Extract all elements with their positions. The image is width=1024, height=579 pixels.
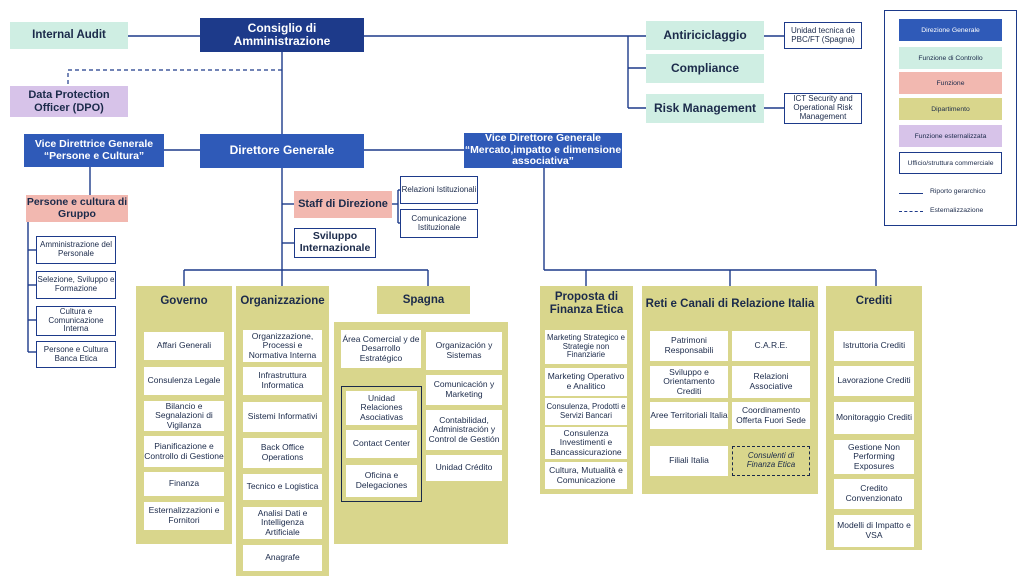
sviluppo-orientamento-box: Sviluppo e Orientamento Crediti bbox=[650, 366, 728, 398]
proposta-item: Marketing Strategico e Strategie non Fin… bbox=[545, 330, 627, 364]
organizzazione-item: Infrastruttura Informatica bbox=[243, 367, 322, 395]
aree-territoriali-box: Aree Territoriali Italia bbox=[650, 402, 728, 429]
crediti-item: Lavorazione Crediti bbox=[834, 366, 914, 396]
crediti-title: Crediti bbox=[826, 288, 922, 314]
crediti-item: Monitoraggio Crediti bbox=[834, 402, 914, 434]
relazioni-associative-box: Relazioni Associative bbox=[732, 366, 810, 398]
legend-ufficio-swatch: Ufficio/struttura commerciale bbox=[899, 152, 1002, 174]
compliance-box: Compliance bbox=[646, 54, 764, 83]
consulenti-finanza-etica-box: Consulenti di Finanza Etica bbox=[732, 446, 810, 476]
reti-title: Reti e Canali di Relazione Italia bbox=[642, 287, 818, 321]
sviluppo-internazionale-box: Sviluppo Internazionale bbox=[294, 228, 376, 258]
ict-security-box: ICT Security and Operational Risk Manage… bbox=[784, 93, 862, 124]
legend: Direzione Generale Funzione di Controllo… bbox=[884, 10, 1017, 226]
proposta-item: Consulenza Investimenti e Bancassicurazi… bbox=[545, 427, 627, 459]
direttore-generale-box: Direttore Generale bbox=[200, 134, 364, 168]
care-box: C.A.R.E. bbox=[732, 331, 810, 361]
dpo-box: Data Protection Officer (DPO) bbox=[10, 86, 128, 117]
spagna-item: Unidad Crédito bbox=[426, 455, 502, 481]
governo-item: Bilancio e Segnalazioni di Vigilanza bbox=[144, 401, 224, 431]
organizzazione-item: Anagrafe bbox=[243, 545, 322, 571]
legend-riporto-label: Riporto gerarchico bbox=[930, 188, 986, 195]
relazioni-istituzionali-box: Relazioni Istituzionali bbox=[400, 176, 478, 204]
proposta-item: Cultura, Mutualità e Comunicazione bbox=[545, 462, 627, 489]
legend-dashed-line bbox=[899, 211, 923, 212]
antiriciclaggio-box: Antiriciclaggio bbox=[646, 21, 764, 50]
governo-item: Consulenza Legale bbox=[144, 367, 224, 395]
comunicazione-istituzionale-box: Comunicazione Istituzionale bbox=[400, 209, 478, 238]
persone-item: Persone e Cultura Banca Etica bbox=[36, 341, 116, 368]
consiglio-amministrazione-box: Consiglio di Amministrazione bbox=[200, 18, 364, 52]
unidad-tecnica-box: Unidad tecnica de PBC/FT (Spagna) bbox=[784, 22, 862, 49]
vice-direttore-mercato-box: Vice Direttore Generale “Mercato,impatto… bbox=[464, 131, 622, 168]
spagna-title: Spagna bbox=[377, 286, 470, 314]
spagna-subgroup-frame bbox=[341, 386, 422, 502]
crediti-item: Credito Convenzionato bbox=[834, 479, 914, 509]
persone-item: Amministrazione del Personale bbox=[36, 236, 116, 264]
persone-cultura-gruppo-box: Persone e cultura di Gruppo bbox=[26, 195, 128, 222]
oficina-delegaciones-box: Oficina e Delegaciones bbox=[346, 465, 417, 497]
organizzazione-item: Back Office Operations bbox=[243, 438, 322, 468]
persone-item: Cultura e Comunicazione Interna bbox=[36, 306, 116, 336]
governo-title: Governo bbox=[136, 288, 232, 314]
unidad-relaciones-box: Unidad Relaciones Asociativas bbox=[346, 391, 417, 425]
filiali-italia-box: Filiali Italia bbox=[650, 446, 728, 476]
governo-item: Affari Generali bbox=[144, 332, 224, 360]
governo-item: Finanza bbox=[144, 472, 224, 496]
governo-item: Pianificazione e Controllo di Gestione bbox=[144, 436, 224, 467]
spagna-item: Comunicación y Marketing bbox=[426, 375, 502, 405]
spagna-item: Contabilidad, Administración y Control d… bbox=[426, 410, 502, 450]
proposta-item: Consulenza, Prodotti e Servizi Bancari bbox=[545, 398, 627, 425]
legend-dipartimento-swatch: Dipartimento bbox=[899, 98, 1002, 120]
legend-funzione-swatch: Funzione bbox=[899, 72, 1002, 94]
contact-center-box: Contact Center bbox=[346, 430, 417, 458]
organizzazione-item: Analisi Dati e Intelligenza Artificiale bbox=[243, 507, 322, 539]
governo-item: Esternalizzazioni e Fornitori bbox=[144, 502, 224, 530]
proposta-item: Marketing Operativo e Analitico bbox=[545, 368, 627, 396]
crediti-item: Modelli di Impatto e VSA bbox=[834, 515, 914, 547]
coordinamento-offerta-box: Coordinamento Offerta Fuori Sede bbox=[732, 402, 810, 429]
crediti-item: Gestione Non Performing Exposures bbox=[834, 440, 914, 474]
proposta-title: Proposta di Finanza Etica bbox=[540, 287, 633, 321]
internal-audit-box: Internal Audit bbox=[10, 22, 128, 49]
organizzazione-title: Organizzazione bbox=[236, 288, 329, 314]
legend-esternalizzata-swatch: Funzione esternalizzata bbox=[899, 125, 1002, 147]
spagna-item: Organización y Sistemas bbox=[426, 332, 502, 370]
organizzazione-item: Organizzazione, Processi e Normativa Int… bbox=[243, 330, 322, 362]
crediti-item: Istruttoria Crediti bbox=[834, 331, 914, 361]
persone-item: Selezione, Sviluppo e Formazione bbox=[36, 271, 116, 299]
risk-management-box: Risk Management bbox=[646, 94, 764, 123]
legend-solid-line bbox=[899, 193, 923, 194]
patrimoni-responsabili-box: Patrimoni Responsabili bbox=[650, 331, 728, 361]
legend-direzione-swatch: Direzione Generale bbox=[899, 19, 1002, 41]
vice-direttrice-persone-box: Vice Direttrice Generale “Persone e Cult… bbox=[24, 134, 164, 167]
legend-esternalizzazione-label: Esternalizzazione bbox=[930, 207, 984, 214]
area-comercial-box: Área Comercial y de Desarrollo Estratégi… bbox=[341, 330, 421, 368]
legend-controllo-swatch: Funzione di Controllo bbox=[899, 47, 1002, 69]
staff-direzione-box: Staff di Direzione bbox=[294, 191, 392, 218]
organizzazione-item: Sistemi Informativi bbox=[243, 402, 322, 432]
organizzazione-item: Tecnico e Logistica bbox=[243, 474, 322, 500]
